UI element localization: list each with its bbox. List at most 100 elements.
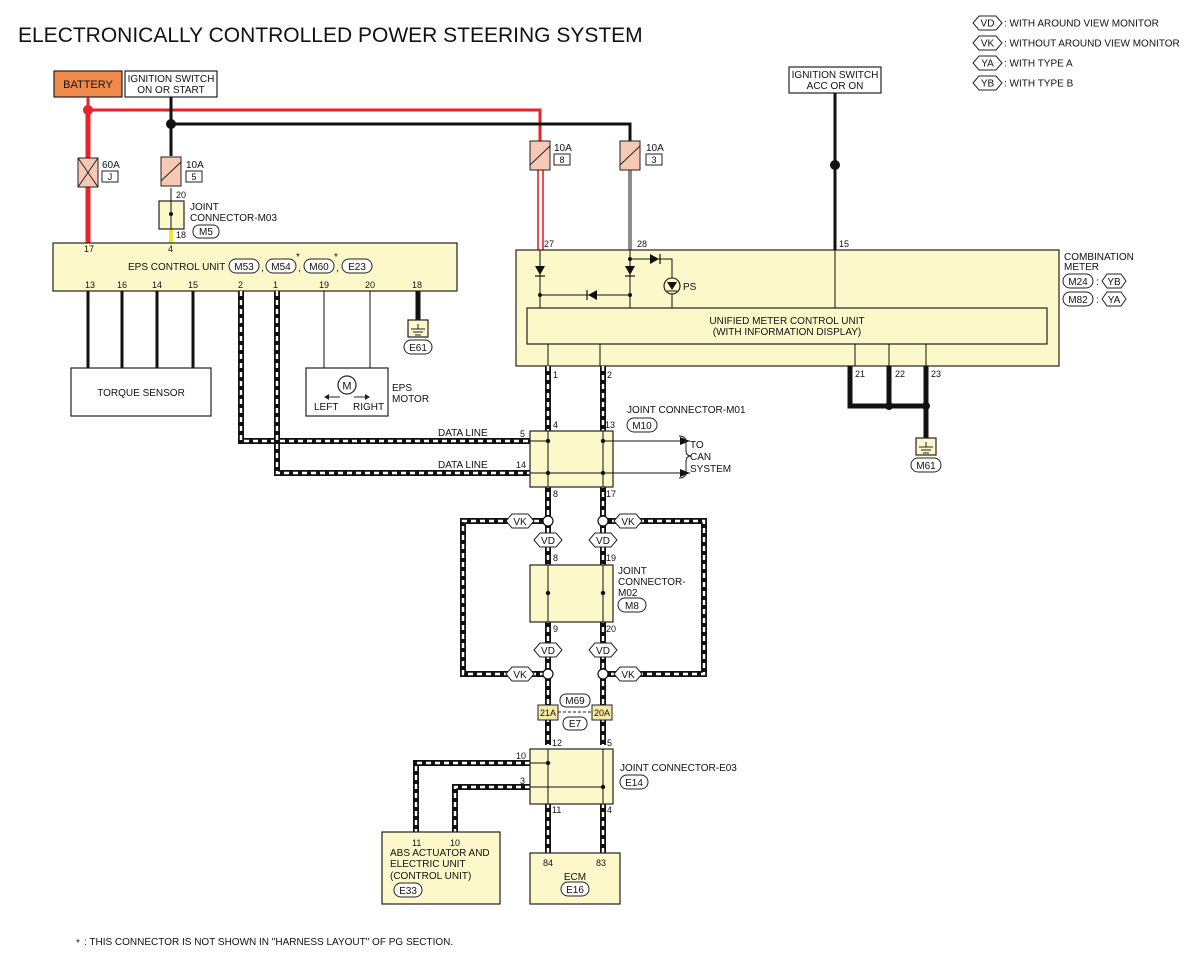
svg-text:COMBINATION: COMBINATION	[1064, 252, 1134, 263]
svg-text:VD: VD	[596, 536, 610, 547]
fuse-60a: 60A J	[77, 157, 120, 188]
eps-control-unit: 17 4 EPS CONTROL UNIT M53 , M54 * , M60 …	[52, 242, 458, 292]
svg-text:27: 27	[544, 239, 554, 249]
svg-text:DATA LINE: DATA LINE	[438, 460, 488, 471]
svg-text:MOTOR: MOTOR	[392, 394, 429, 405]
svg-text:VD: VD	[981, 19, 995, 30]
svg-text:J: J	[108, 172, 113, 182]
svg-text:M82: M82	[1068, 295, 1088, 306]
svg-text:13: 13	[605, 420, 615, 430]
svg-text:18: 18	[412, 280, 422, 290]
ignition-switch-acc-on: IGNITION SWITCH ACC OR ON	[788, 66, 882, 94]
abs-actuator-unit: 11 10 ABS ACTUATOR AND ELECTRIC UNIT (CO…	[381, 831, 501, 905]
svg-text:EPS: EPS	[392, 383, 412, 394]
svg-text:DATA LINE: DATA LINE	[438, 428, 488, 439]
svg-text:IGNITION SWITCH: IGNITION SWITCH	[792, 70, 879, 81]
svg-text:M8: M8	[625, 601, 639, 612]
svg-text:CONNECTOR-M03: CONNECTOR-M03	[190, 213, 277, 224]
svg-text:RIGHT: RIGHT	[353, 402, 384, 413]
svg-text:METER: METER	[1064, 262, 1099, 273]
svg-text:UNIFIED METER CONTROL UNIT: UNIFIED METER CONTROL UNIT	[709, 316, 864, 327]
svg-text:E16: E16	[566, 885, 584, 896]
svg-text:TO: TO	[690, 440, 704, 451]
svg-text:14: 14	[516, 460, 526, 470]
svg-text:15: 15	[839, 239, 849, 249]
svg-text:SYSTEM: SYSTEM	[690, 464, 731, 475]
svg-text:11: 11	[412, 838, 421, 848]
svg-text:M54: M54	[271, 262, 291, 273]
svg-text:YB: YB	[981, 79, 995, 90]
svg-text:12: 12	[552, 738, 562, 748]
svg-text:10A: 10A	[646, 143, 664, 154]
svg-text:10: 10	[450, 838, 460, 848]
svg-text:13: 13	[85, 280, 95, 290]
svg-text:M60: M60	[309, 262, 329, 273]
to-can-system: TO CAN SYSTEM	[678, 435, 731, 479]
svg-text:15: 15	[188, 280, 198, 290]
svg-text:,: ,	[261, 263, 264, 274]
svg-text:*: *	[334, 252, 338, 263]
svg-text:VD: VD	[541, 536, 555, 547]
svg-text:1: 1	[553, 370, 558, 380]
svg-text:21A: 21A	[540, 708, 556, 718]
svg-text:84: 84	[543, 858, 553, 868]
svg-text:ACC OR ON: ACC OR ON	[807, 81, 864, 92]
legend: VD : WITH AROUND VIEW MONITOR VK : WITHO…	[972, 15, 1180, 91]
ground-e61: E61	[403, 319, 433, 355]
svg-text:ABS ACTUATOR AND: ABS ACTUATOR AND	[390, 848, 490, 859]
diagram-title: ELECTRONICALLY CONTROLLED POWER STEERING…	[18, 24, 643, 47]
svg-text:1: 1	[273, 280, 278, 290]
svg-text:CONNECTOR-: CONNECTOR-	[618, 577, 686, 588]
svg-text:17: 17	[84, 244, 94, 254]
svg-text:BATTERY: BATTERY	[63, 79, 113, 91]
svg-text:10: 10	[516, 751, 526, 761]
svg-text:M02: M02	[618, 588, 638, 599]
svg-text:M69: M69	[565, 696, 585, 707]
fuse-10a-5: 10A 5	[160, 156, 204, 187]
svg-text:ELECTRIC UNIT: ELECTRIC UNIT	[390, 859, 466, 870]
svg-text:VK: VK	[513, 517, 527, 528]
svg-text:10A: 10A	[554, 143, 572, 154]
motor-symbol: M	[342, 381, 351, 393]
variant-splices-upper: VK VK VD VD	[505, 513, 643, 548]
svg-text:,: ,	[336, 263, 339, 274]
power-wiring	[83, 93, 840, 250]
svg-text:JOINT: JOINT	[190, 202, 219, 213]
svg-text:: WITH TYPE B: : WITH TYPE B	[1004, 79, 1074, 90]
svg-text:8: 8	[553, 489, 558, 499]
joint-connector-m03: 20 18 JOINT CONNECTOR-M03 M5	[158, 190, 277, 240]
svg-text:: THIS CONNECTOR IS NOT SHOWN: : THIS CONNECTOR IS NOT SHOWN IN "HARNES…	[84, 937, 453, 948]
inline-connector-m69-e7: M69 21A 20A E7	[537, 693, 613, 731]
svg-text:YA: YA	[1108, 295, 1121, 306]
svg-text:VK: VK	[981, 39, 995, 50]
svg-text:M53: M53	[234, 262, 254, 273]
svg-text:20: 20	[606, 624, 616, 634]
svg-text:VD: VD	[541, 646, 555, 657]
svg-text::: :	[1096, 277, 1099, 288]
fuse-10a-8: 10A 8	[529, 140, 572, 171]
svg-text:8: 8	[559, 155, 564, 165]
svg-text:8: 8	[553, 553, 558, 563]
joint-connector-m01: 4 13 8 17 JOINT CONNECTOR-M01 M10	[529, 405, 746, 499]
svg-text:20A: 20A	[594, 708, 610, 718]
svg-text:19: 19	[319, 280, 329, 290]
svg-text:4: 4	[168, 244, 173, 254]
svg-text:21: 21	[855, 369, 865, 379]
joint-connector-m02: 8 19 9 20 JOINT CONNECTOR- M02 M8	[529, 553, 686, 634]
svg-text:YA: YA	[981, 59, 994, 70]
svg-text:ON OR START: ON OR START	[137, 85, 204, 96]
svg-text:VK: VK	[621, 670, 635, 681]
svg-text:JOINT CONNECTOR-E03: JOINT CONNECTOR-E03	[620, 763, 737, 774]
svg-text:M61: M61	[916, 461, 936, 472]
svg-text:EPS CONTROL UNIT: EPS CONTROL UNIT	[128, 262, 225, 273]
ignition-switch-on-start: IGNITION SWITCH ON OR START	[124, 70, 218, 98]
footnote: * : THIS CONNECTOR IS NOT SHOWN IN "HARN…	[76, 937, 453, 949]
svg-text:: WITH TYPE A: : WITH TYPE A	[1004, 59, 1073, 70]
battery: BATTERY	[53, 70, 123, 98]
svg-text:2: 2	[607, 370, 612, 380]
svg-text:3: 3	[520, 776, 525, 786]
svg-text:PS: PS	[683, 282, 697, 293]
svg-text:10A: 10A	[186, 160, 204, 171]
meter-ground-wiring: 21 22 23	[847, 366, 941, 438]
svg-text:E7: E7	[569, 719, 582, 730]
